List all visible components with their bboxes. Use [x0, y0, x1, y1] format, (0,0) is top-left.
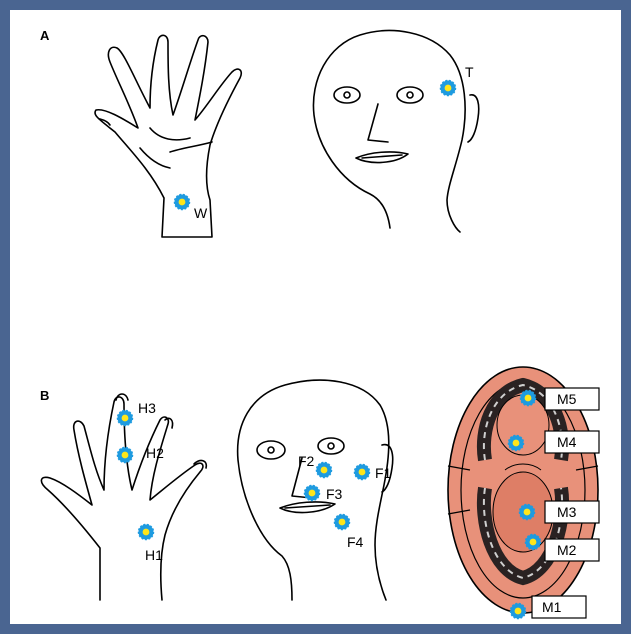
point-marker-m1	[511, 604, 526, 619]
point-label-m2: M2	[557, 542, 577, 558]
point-label-m1: M1	[542, 599, 562, 615]
point-marker-f2	[317, 463, 332, 478]
panel-b-letter: B	[40, 388, 49, 403]
point-marker-h2	[118, 448, 133, 463]
point-label-f4: F4	[347, 534, 364, 550]
point-label-t: T	[465, 64, 474, 80]
point-marker-m5	[521, 391, 536, 406]
point-marker-h1	[139, 525, 154, 540]
point-label-h3: H3	[138, 400, 156, 416]
point-marker-m4	[509, 436, 524, 451]
point-marker-t	[441, 81, 456, 96]
point-marker-m2	[526, 535, 541, 550]
point-marker-m3	[520, 505, 535, 520]
point-marker-w	[175, 195, 190, 210]
point-label-f1: F1	[375, 465, 392, 481]
point-marker-f3	[305, 486, 320, 501]
point-label-f2: F2	[298, 453, 315, 469]
face-illustration-a	[313, 31, 478, 232]
point-label-f3: F3	[326, 486, 343, 502]
point-label-w: W	[194, 205, 208, 221]
point-marker-h3	[118, 411, 133, 426]
point-marker-f4	[335, 515, 350, 530]
point-label-m5: M5	[557, 391, 577, 407]
panel-a-letter: A	[40, 28, 50, 43]
point-marker-f1	[355, 465, 370, 480]
point-label-h1: H1	[145, 547, 163, 563]
point-label-h2: H2	[146, 445, 164, 461]
hand-illustration-a	[95, 35, 241, 237]
point-label-m4: M4	[557, 434, 577, 450]
point-label-m3: M3	[557, 504, 577, 520]
